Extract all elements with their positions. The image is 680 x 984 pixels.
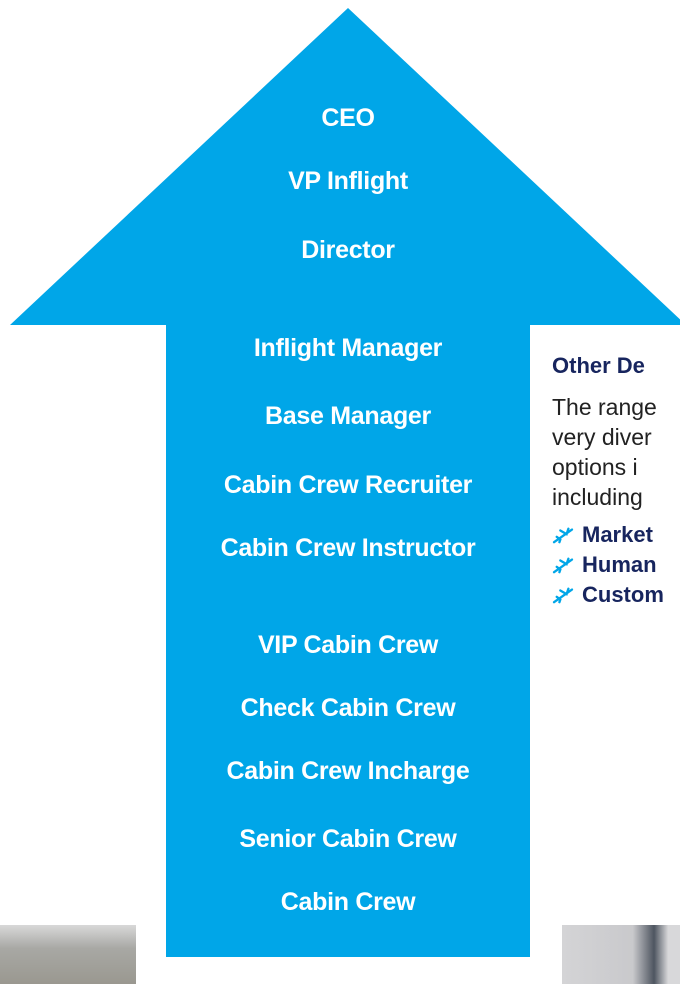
arrow-shape [10, 8, 680, 957]
level-base-manager: Base Manager [265, 402, 431, 430]
department-label: Human [582, 552, 657, 577]
side-body-line: including [552, 484, 643, 510]
department-list: Market Human Custom [552, 520, 680, 610]
list-item: Market [552, 520, 680, 550]
side-heading: Other De [552, 353, 645, 378]
level-director: Director [301, 236, 395, 264]
level-vip-cabin-crew: VIP Cabin Crew [257, 631, 439, 659]
level-inflight-manager: Inflight Manager [253, 334, 443, 362]
side-body-line: options i [552, 454, 638, 480]
list-item: Custom [552, 580, 680, 610]
photo-thumbnail-right [562, 925, 680, 984]
department-label: Custom [582, 582, 664, 607]
side-body-line: The range [552, 394, 657, 420]
list-item: Human [552, 550, 680, 580]
level-cabin-crew-recruiter: Cabin Crew Recruiter [223, 471, 473, 499]
level-senior-cabin-crew: Senior Cabin Crew [239, 825, 457, 853]
level-ceo: CEO [321, 104, 375, 132]
side-body-text: The range very diver options i including [552, 392, 680, 512]
level-cabin-crew-instructor: Cabin Crew Instructor [220, 534, 476, 562]
other-departments-panel: Other De The range very diver options i … [552, 352, 680, 610]
side-body-line: very diver [552, 424, 652, 450]
level-vp-inflight: VP Inflight [288, 167, 408, 195]
airplane-icon [552, 587, 574, 604]
airplane-icon [552, 557, 574, 574]
airplane-icon [552, 527, 574, 544]
level-cabin-crew-incharge: Cabin Crew Incharge [226, 757, 470, 785]
level-check-cabin-crew: Check Cabin Crew [240, 694, 456, 722]
level-cabin-crew: Cabin Crew [280, 888, 416, 916]
photo-thumbnail-left [0, 925, 136, 984]
department-label: Market [582, 522, 653, 547]
